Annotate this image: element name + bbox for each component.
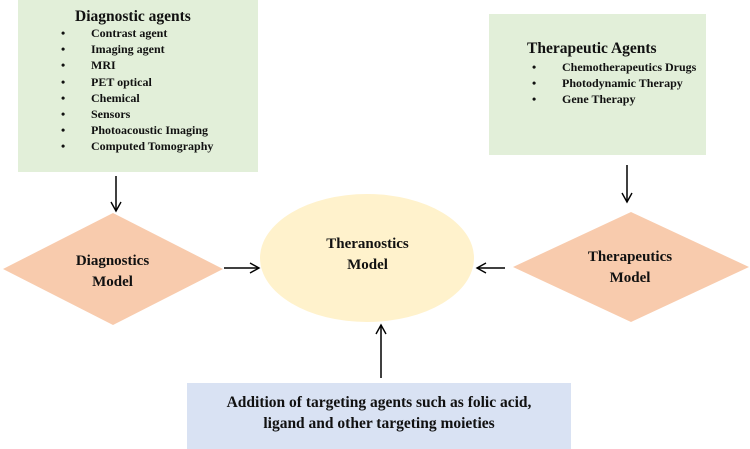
- list-item: Imaging agent: [61, 41, 213, 57]
- theranostics-model-line2: Model: [347, 257, 388, 273]
- list-item: Photoacoustic Imaging: [61, 122, 213, 138]
- list-item: Chemotherapeutics Drugs: [532, 59, 702, 75]
- therapeutics-model-diamond: [513, 212, 749, 322]
- list-item: Sensors: [61, 106, 213, 122]
- therapeutic-agents-box: Therapeutic Agents Chemotherapeutics Dru…: [489, 14, 706, 155]
- diagnostics-model-line2: Model: [92, 274, 133, 290]
- list-item: Gene Therapy: [532, 91, 702, 107]
- diagnostics-model-line1: Diagnostics: [75, 253, 150, 269]
- targeting-line2: ligand and other targeting moieties: [263, 415, 495, 432]
- diagnostics-model-label: Diagnostics Model: [40, 251, 185, 293]
- diagnostic-agents-box: Diagnostic agents Contrast agent Imaging…: [18, 0, 258, 172]
- therapeutic-agents-title: Therapeutic Agents: [527, 40, 657, 57]
- list-item: Computed Tomography: [61, 138, 213, 154]
- targeting-agents-box: Addition of targeting agents such as fol…: [187, 383, 571, 449]
- diagnostics-model-diamond: [3, 213, 223, 325]
- targeting-agents-text: Addition of targeting agents such as fol…: [187, 392, 571, 434]
- list-item: PET optical: [61, 74, 213, 90]
- therapeutics-model-label: Therapeutics Model: [545, 247, 715, 289]
- diagnostic-agents-title: Diagnostic agents: [75, 8, 191, 25]
- therapeutics-model-line1: Therapeutics: [587, 249, 673, 265]
- list-item: Chemical: [61, 90, 213, 106]
- list-item: Photodynamic Therapy: [532, 75, 702, 91]
- therapeutics-model-line2: Model: [609, 270, 651, 286]
- theranostics-model-ellipse: [260, 194, 474, 322]
- theranostics-model-label: Theranostics Model: [285, 234, 450, 276]
- theranostics-model-line1: Theranostics: [326, 236, 409, 252]
- therapeutic-agents-list: Chemotherapeutics Drugs Photodynamic The…: [532, 59, 702, 108]
- diagnostic-agents-list: Contrast agent Imaging agent MRI PET opt…: [61, 25, 213, 155]
- targeting-line1: Addition of targeting agents such as fol…: [226, 394, 532, 411]
- list-item: Contrast agent: [61, 25, 213, 41]
- list-item: MRI: [61, 57, 213, 73]
